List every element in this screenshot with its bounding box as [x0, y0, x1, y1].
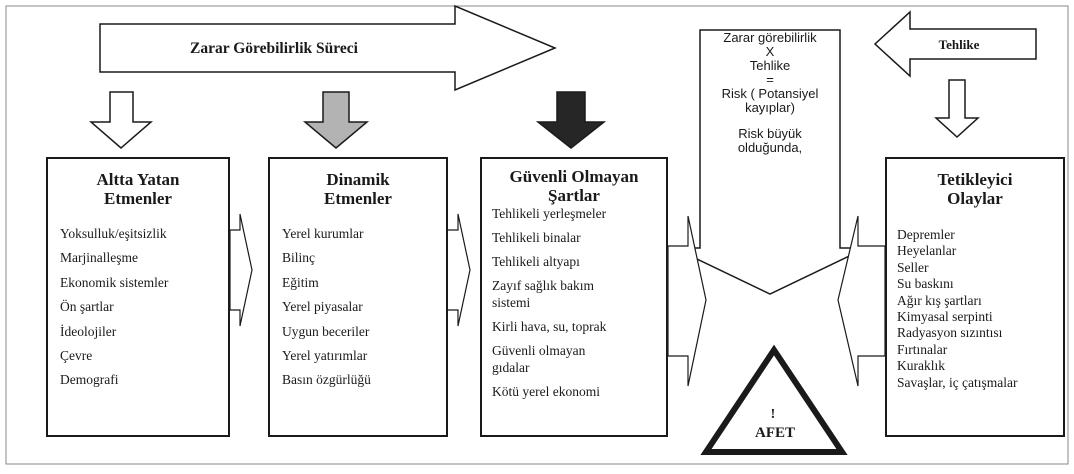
list-item: İdeolojiler	[60, 323, 117, 339]
list-item: Yerel kurumlar	[282, 226, 364, 241]
down-arrow-black	[535, 91, 607, 149]
disaster-mark: !	[771, 407, 776, 422]
list-item: Depremler	[897, 227, 955, 242]
unsafe-conditions-title-line-2: Şartlar	[548, 186, 600, 205]
list-item: Seller	[897, 259, 929, 275]
underlying-factors-box: Altta Yatan Etmenler Yoksulluk/eşitsizli…	[46, 157, 230, 437]
dynamic-factors-title-line-2: Etmenler	[324, 189, 392, 208]
dynamic-factors-title-line-1: Dinamik	[326, 170, 390, 189]
list-item: Demografi	[60, 372, 119, 388]
list-item: Ekonomik sistemler	[60, 274, 169, 290]
outer-frame	[5, 5, 1069, 465]
underlying-factors-title: Altta Yatan Etmenler	[48, 170, 228, 208]
list-item: Uygun beceriler	[282, 323, 370, 339]
connector-arrow-4	[837, 215, 886, 387]
unsafe-conditions-box: Güvenli Olmayan Şartlar Tehlikeli yerleş…	[480, 157, 668, 437]
connector-arrow-2	[446, 213, 471, 327]
disaster-label: AFET	[755, 425, 795, 441]
risk-line-3: Tehlike	[749, 58, 791, 73]
list-item: Zayıf sağlık bakım sistemi	[492, 278, 594, 310]
connector-arrow-1	[229, 213, 253, 327]
underlying-factors-title-line-2: Etmenler	[104, 189, 172, 208]
hazard-arrow	[873, 10, 1037, 78]
list-item: Marjinalleşme	[60, 250, 138, 266]
risk-line-6: kayıplar)	[745, 100, 795, 115]
list-item: Tehlikeli binalar	[492, 230, 581, 245]
risk-line-5: Risk ( Potansiyel	[721, 86, 819, 101]
underlying-factors-title-line-1: Altta Yatan	[96, 170, 180, 189]
risk-formula: Zarar görebilirlik X Tehlike = Risk ( Po…	[700, 31, 840, 155]
triggering-events-title: Tetikleyici Olaylar	[887, 170, 1063, 208]
risk-line-7: Risk büyük	[738, 126, 802, 141]
unsafe-conditions-title-line-1: Güvenli Olmayan	[509, 167, 639, 186]
list-item: Tehlikeli altyapı	[492, 254, 580, 269]
disaster-triangle	[700, 344, 848, 455]
list-item: Radyasyon sızıntısı	[897, 325, 1003, 341]
risk-line-4: =	[766, 72, 774, 87]
list-item: Basın özgürlüğü	[282, 372, 371, 388]
list-item: Güvenli olmayan gıdalar	[492, 343, 586, 375]
list-item: Çevre	[60, 348, 93, 364]
triggering-events-title-line-1: Tetikleyici	[937, 170, 1013, 189]
risk-line-1: Zarar görebilirlik	[723, 30, 817, 45]
list-item: Fırtınalar	[897, 341, 948, 357]
list-item: Yerel piyasalar	[282, 299, 363, 315]
unsafe-conditions-title: Güvenli Olmayan Şartlar	[482, 167, 666, 205]
down-arrow-white	[88, 91, 154, 149]
triggering-events-list: Depremler Heyelanlar Seller Su baskını A…	[897, 227, 1063, 391]
list-item: Bilinç	[282, 250, 315, 266]
hazard-arrow-label: Tehlike	[939, 37, 980, 52]
dynamic-factors-box: Dinamik Etmenler Yerel kurumlar Bilinç E…	[268, 157, 448, 437]
list-item: Heyelanlar	[897, 243, 957, 259]
list-item: Yerel yatırımlar	[282, 348, 368, 364]
list-item: Kimyasal serpinti	[897, 309, 993, 325]
dynamic-factors-list: Yerel kurumlar Bilinç Eğitim Yerel piyas…	[282, 222, 446, 393]
unsafe-conditions-list: Tehlikeli yerleşmeler Tehlikeli binalar …	[492, 205, 666, 400]
list-item: Ağır kış şartları	[897, 292, 982, 308]
risk-line-8: olduğunda,	[737, 140, 803, 155]
process-arrow	[99, 4, 557, 92]
list-item: Ön şartlar	[60, 299, 114, 315]
list-item: Tehlikeli yerleşmeler	[492, 206, 607, 221]
dynamic-factors-title: Dinamik Etmenler	[270, 170, 446, 208]
list-item: Kötü yerel ekonomi	[492, 384, 600, 399]
list-item: Savaşlar, iç çatışmalar	[897, 374, 1018, 390]
down-arrow-hazard	[934, 79, 980, 139]
connector-arrow-3	[667, 215, 707, 387]
underlying-factors-list: Yoksulluk/eşitsizlik Marjinalleşme Ekono…	[60, 222, 228, 393]
list-item: Kuraklık	[897, 358, 945, 374]
process-arrow-label: Zarar Görebilirlik Süreci	[190, 40, 359, 57]
down-arrow-gray	[302, 91, 370, 149]
list-item: Kirli hava, su, toprak	[492, 319, 607, 334]
risk-line-2: X	[765, 44, 775, 59]
list-item: Eğitim	[282, 274, 319, 290]
triggering-events-box: Tetikleyici Olaylar Depremler Heyelanlar…	[885, 157, 1065, 437]
risk-arrow	[673, 29, 867, 295]
triggering-events-title-line-2: Olaylar	[947, 189, 1003, 208]
list-item: Yoksulluk/eşitsizlik	[60, 226, 167, 241]
list-item: Su baskını	[897, 276, 954, 292]
